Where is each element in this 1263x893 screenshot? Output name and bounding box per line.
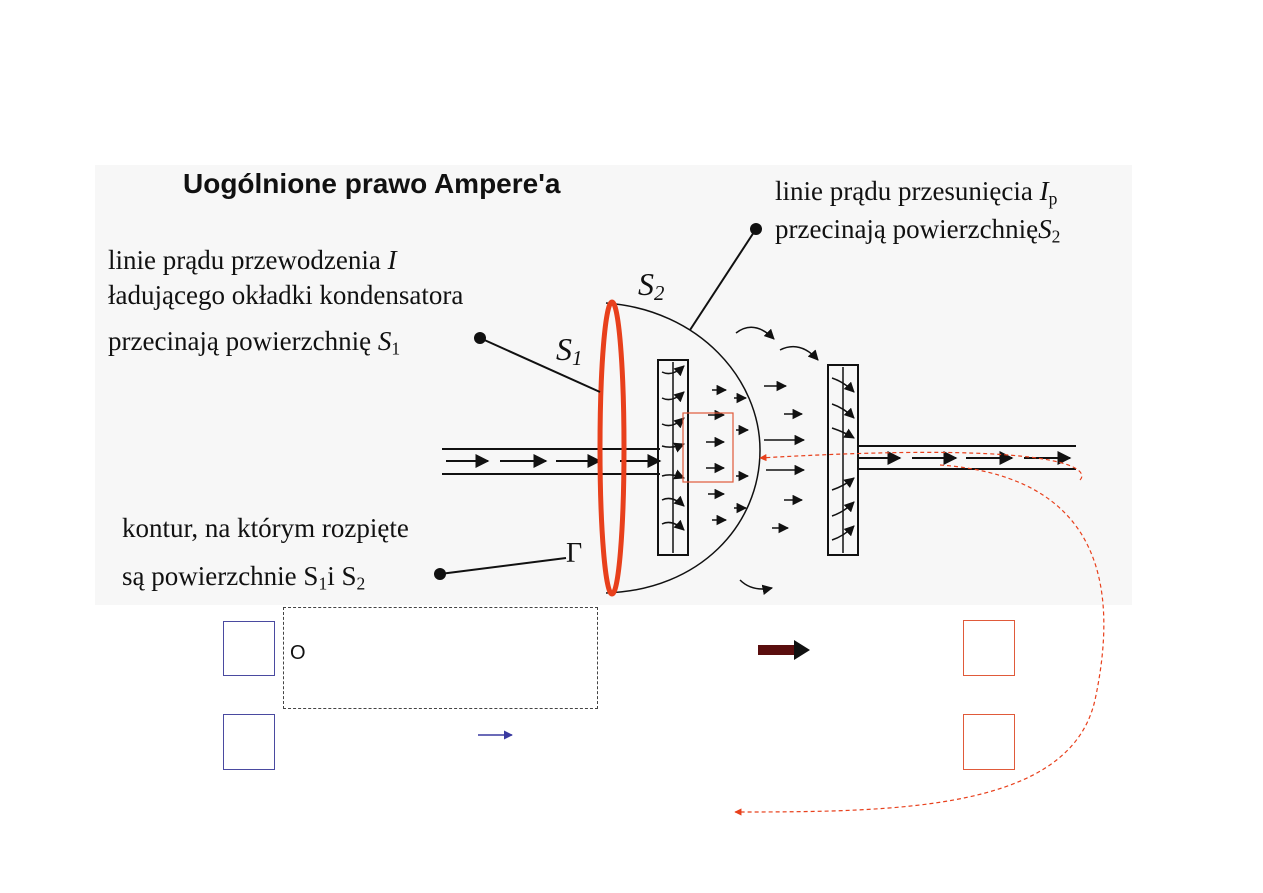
diagram-title: Uogólnione prawo Ampere'a (183, 168, 561, 199)
o-mark: O (290, 642, 306, 664)
thick-right-arrow (758, 640, 810, 660)
selected-region-box (682, 412, 734, 483)
contour-gamma-label: Γ (566, 538, 583, 569)
displacement-symbol-sub: p (1048, 188, 1058, 209)
conduction-symbol-sub: 1 (391, 338, 401, 359)
conduction-label-line3: przecinają powierzchnię S1 (108, 328, 400, 358)
displacement-symbol-i: I (1039, 176, 1049, 206)
conduction-symbol-s: S (377, 326, 392, 356)
conduction-text-3: przecinają powierzchnię (108, 326, 372, 356)
contour-label-line1: kontur, na którym rozpięte (122, 513, 409, 543)
contour-text-a: są powierzchnie S (122, 561, 319, 591)
s1-sub: 1 (572, 347, 583, 371)
right-capacitor-plate (827, 364, 859, 556)
displacement-field-arrows (706, 326, 819, 595)
blue-box-lower (223, 714, 275, 770)
contour-ellipse (597, 299, 627, 597)
conduction-text-1: linie prądu przewodzenia (108, 245, 381, 275)
pointer-lines (434, 223, 762, 580)
displacement-symbol-sub2: 2 (1051, 226, 1061, 247)
displacement-text-1: linie prądu przesunięcia (775, 176, 1033, 206)
contour-sub-1: 1 (318, 573, 328, 594)
conduction-label-line2: ładującego okładki kondensatora (108, 280, 464, 310)
displacement-label-line2: przecinają powierzchnięS2 (775, 216, 1060, 246)
diagram-panel (95, 165, 1132, 605)
red-box-upper (963, 620, 1015, 676)
s2-letter: S (638, 266, 654, 302)
blue-box-upper (223, 621, 275, 676)
dashed-loop-arrow-upper (759, 451, 1083, 481)
surface-s1-label: S1 (556, 333, 582, 370)
surface-s2-curve (605, 302, 761, 594)
s2-sub: 2 (654, 282, 665, 306)
dashed-loop-arrow-lower (734, 464, 1105, 816)
surface-s2-label: S2 (638, 268, 664, 305)
conduction-label-line1: linie prądu przewodzenia I (108, 247, 397, 274)
displacement-label-line1: linie prądu przesunięcia Ip (775, 178, 1057, 208)
contour-sub-2: 2 (356, 573, 366, 594)
displacement-text-2: przecinają powierzchnię (775, 214, 1039, 244)
s1-letter: S (556, 331, 572, 367)
dashed-text-box (283, 607, 598, 709)
left-wire (442, 448, 662, 475)
right-wire (858, 445, 1076, 470)
contour-label-line2: są powierzchnie S1i S2 (122, 563, 365, 593)
contour-text-b: i S (327, 561, 357, 591)
red-box-lower (963, 714, 1015, 770)
conduction-symbol-i: I (387, 245, 397, 275)
left-capacitor-plate (657, 359, 689, 556)
displacement-symbol-s: S (1038, 214, 1052, 244)
